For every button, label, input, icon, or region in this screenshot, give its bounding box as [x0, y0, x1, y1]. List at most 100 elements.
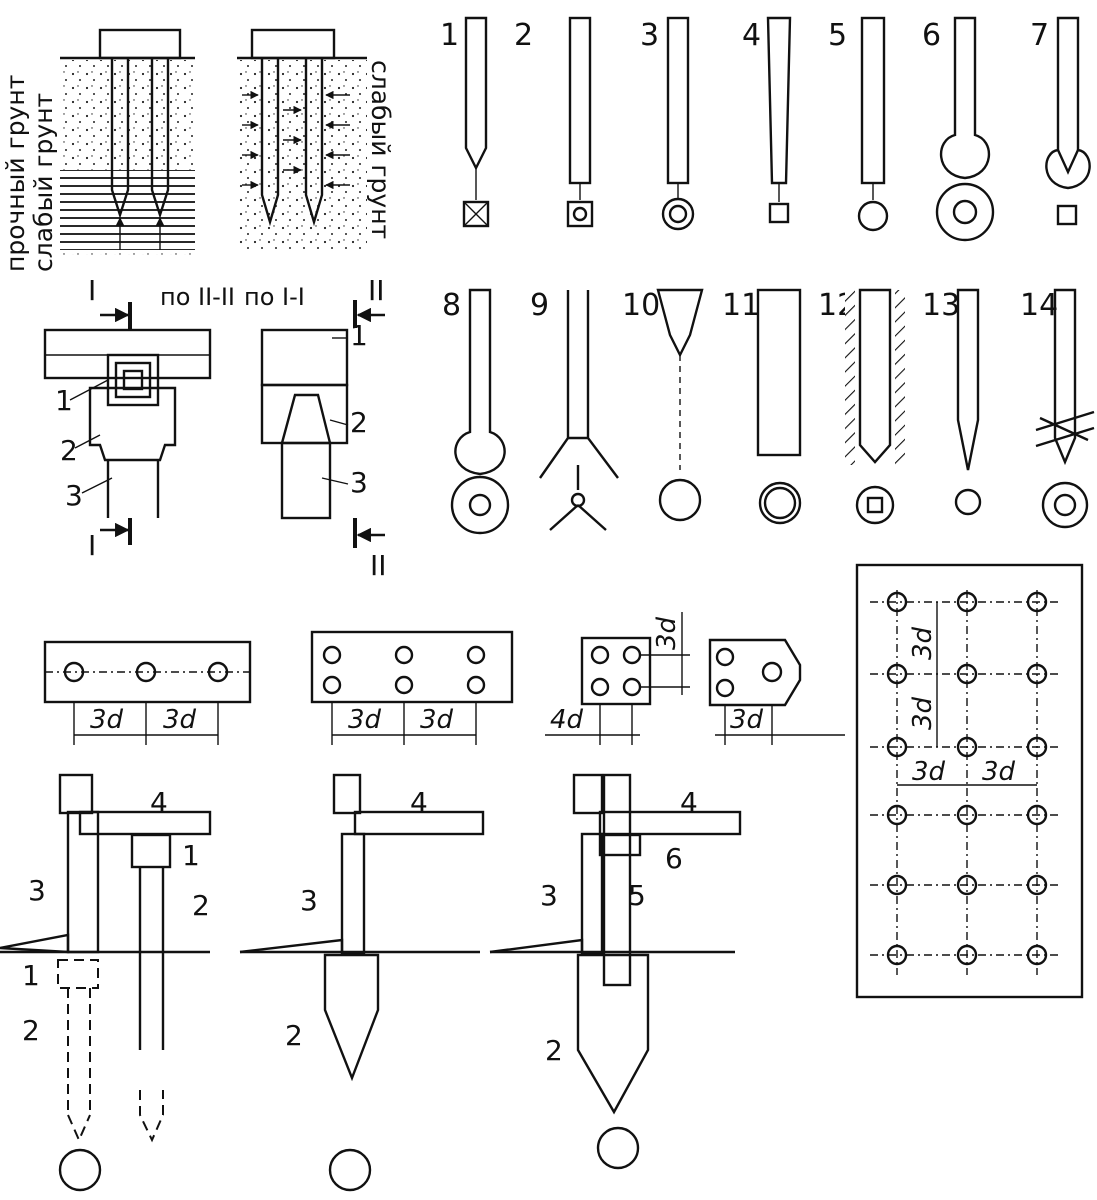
- pile-type-label: 11: [722, 288, 760, 323]
- section-mark-ii-bottom: II: [370, 549, 387, 582]
- section-mark-i-bottom: I: [88, 529, 96, 562]
- callout-1: 1: [350, 319, 368, 352]
- section-i-i-view: II 1 2 3 II: [260, 274, 387, 582]
- pile-types-row-1: 1 2 3 4 5 6 7: [440, 16, 1091, 242]
- weak-soil-label: слабый грунт: [366, 60, 395, 239]
- pile-type-6: [940, 16, 990, 180]
- pile-type-13-section: [954, 488, 982, 516]
- double-row-layout: 3d 3d: [310, 630, 514, 745]
- pile-type-7-section: [1056, 204, 1078, 226]
- spacing-label: 3d: [908, 696, 938, 730]
- callout-2: 2: [192, 889, 210, 922]
- pile-type-label: 5: [828, 18, 847, 53]
- friction-pile-diagram: [237, 28, 367, 250]
- callout-1: 1: [22, 959, 40, 992]
- spacing-label: 3d: [982, 757, 1016, 787]
- single-row-layout: 3d 3d: [43, 640, 252, 745]
- callout-4: 4: [150, 786, 168, 819]
- cast-in-place-pile: [576, 953, 650, 1115]
- pile-type-13: [956, 288, 980, 471]
- pile-type-4-section: [768, 202, 790, 224]
- pile-type-2: [568, 16, 592, 185]
- section-ii-title: по II-II: [160, 283, 235, 311]
- pile-type-8-section: [450, 475, 510, 535]
- pile-type-3-section: [661, 197, 695, 231]
- spacing-label: 3d: [420, 705, 454, 735]
- precast-pile: [602, 773, 632, 987]
- pile-type-label: 7: [1030, 18, 1049, 53]
- callout-2: 2: [350, 406, 368, 439]
- callout-3: 3: [28, 874, 46, 907]
- floor-slab: [353, 810, 485, 836]
- pile-type-1-section: [462, 200, 490, 228]
- spacing-label: 3d: [912, 757, 946, 787]
- pile-type-10-section: [658, 478, 702, 522]
- pile-type-label: 8: [442, 288, 461, 323]
- pile-cap-section: [260, 383, 349, 445]
- pile-grid: [886, 591, 1048, 966]
- pile-type-label: 13: [922, 288, 960, 323]
- callout-4: 4: [680, 786, 698, 819]
- pile-type-2-section: [566, 200, 594, 228]
- pile-shaft: [110, 58, 130, 219]
- foundation-section-a: 4 1 2 3 1 2: [0, 773, 212, 1192]
- pile-type-11-section: [758, 481, 802, 525]
- foundation-section-c: 4 6 5 3 2: [489, 773, 742, 1170]
- callout-2: 2: [285, 1019, 303, 1052]
- pile-type-12-casing: [845, 290, 855, 465]
- pile-cap-block: [88, 386, 177, 462]
- pile-type-label: 1: [440, 18, 459, 53]
- section-mark-i: I: [88, 274, 96, 307]
- pile-plan-circle: [328, 1148, 372, 1192]
- pile-shaft: [304, 58, 324, 227]
- pile-type-label: 4: [742, 18, 761, 53]
- pile-cap: [250, 28, 336, 60]
- pile-type-5: [860, 16, 886, 185]
- pile-type-9-section: [549, 465, 607, 531]
- spacing-label: 3d: [348, 705, 382, 735]
- pile-cap: [130, 833, 172, 869]
- cast-in-place-pile: [323, 953, 380, 1082]
- pile-type-4: [766, 16, 792, 185]
- spacing-label: 3d: [163, 705, 197, 735]
- pile-type-10: [656, 288, 704, 358]
- pile-type-label: 10: [622, 288, 660, 323]
- section-i-title: по I-I: [244, 283, 305, 311]
- spacing-label: 3d: [730, 705, 764, 735]
- callout-1: 1: [182, 839, 200, 872]
- pile-section: [280, 441, 332, 520]
- callout-6: 6: [665, 842, 683, 875]
- floor-slab: [78, 810, 212, 836]
- pile-type-label: 9: [530, 288, 549, 323]
- pile-type-14: [1053, 288, 1077, 466]
- pile-plan-circle: [596, 1126, 640, 1170]
- spacing-label: 3d: [908, 626, 938, 660]
- weak-soil-label: слабый грунт: [29, 93, 58, 272]
- pile-field-layout: 3d 3d 3d 3d: [855, 563, 1084, 999]
- grillage-beam: [43, 328, 212, 380]
- pile-type-5-section: [857, 200, 889, 232]
- pile-type-8: [454, 288, 506, 476]
- floor-slab: [598, 810, 742, 836]
- pile-type-label: 6: [922, 18, 941, 53]
- pile-type-14-section: [1041, 481, 1089, 529]
- pile-type-6-section: [935, 182, 995, 242]
- spacing-label: 3d: [652, 616, 682, 650]
- callout-2: 2: [545, 1034, 563, 1067]
- callout-3: 3: [540, 879, 558, 912]
- spacing-label: 3d: [90, 705, 124, 735]
- pile-type-7: [1045, 16, 1091, 190]
- callout-5: 5: [628, 879, 646, 912]
- callout-3: 3: [65, 479, 83, 512]
- callout-3: 3: [350, 466, 368, 499]
- section-mark-ii: II: [368, 274, 385, 307]
- callout-3: 3: [300, 884, 318, 917]
- end-bearing-pile-diagram: [60, 28, 195, 255]
- pile-type-12: [858, 288, 892, 464]
- foundation-wall: [340, 832, 366, 956]
- pile-type-3: [666, 16, 690, 185]
- pile-types-row-2: 8 9 10 11 12 13 14: [442, 288, 1095, 535]
- cluster-four-layout: 3d 4d: [545, 612, 690, 745]
- pile-type-label: 2: [514, 18, 533, 53]
- pile-type-9: [539, 290, 619, 479]
